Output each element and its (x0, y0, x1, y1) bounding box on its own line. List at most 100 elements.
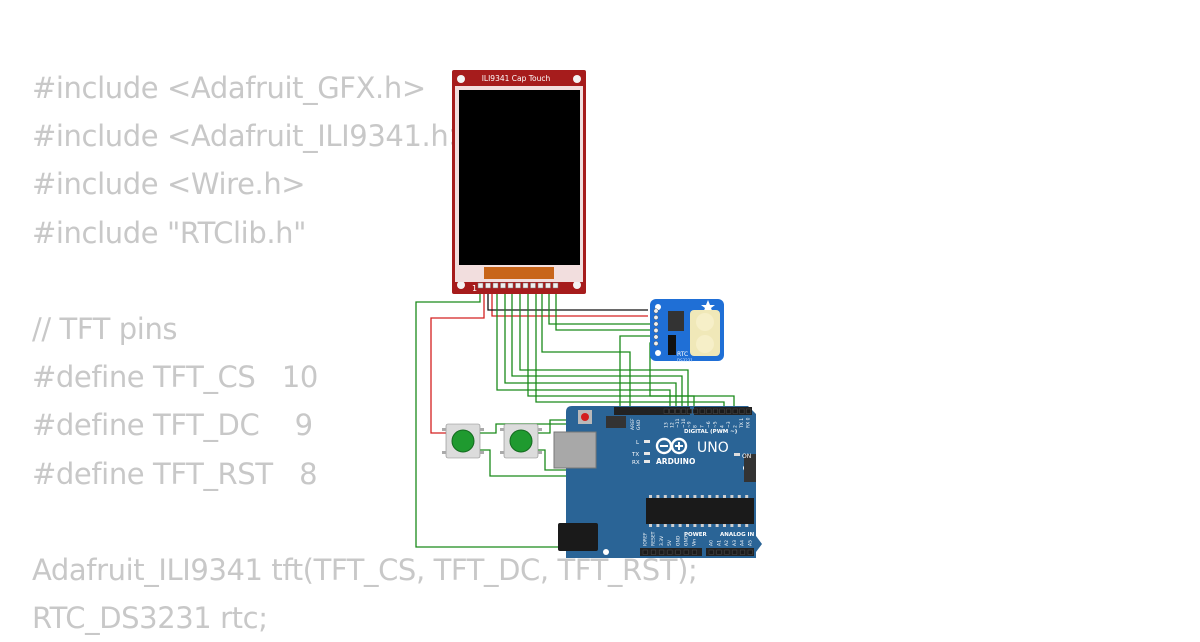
pin-label: ~6 (706, 421, 712, 428)
header-pin[interactable] (667, 549, 673, 555)
header-pin[interactable] (692, 408, 698, 414)
wire[interactable] (519, 286, 689, 410)
wire[interactable] (491, 286, 648, 317)
wire[interactable] (430, 286, 485, 434)
pin-label: RX 0 (746, 417, 752, 428)
display-label: ILI9341 Cap Touch (482, 74, 551, 83)
pin-one-label: 1 (472, 284, 477, 293)
header-pin[interactable] (663, 408, 669, 414)
rtc-pin[interactable] (653, 334, 659, 340)
header-pin[interactable] (699, 408, 705, 414)
display-pin[interactable] (515, 282, 521, 289)
header-pin[interactable] (732, 408, 738, 414)
display-pin[interactable] (552, 282, 559, 289)
code-line: #include "RTClib.h" (32, 215, 307, 250)
tft-display[interactable]: ILI9341 Cap Touch 1 (452, 70, 586, 294)
chip-leg (671, 524, 675, 527)
header-pin[interactable] (746, 408, 751, 414)
mount-hole (655, 304, 661, 310)
code-editor: #include <Adafruit_GFX.h>#include <Adafr… (32, 64, 698, 642)
header-pin[interactable] (740, 549, 745, 555)
display-pin[interactable] (545, 282, 551, 289)
wire[interactable] (555, 286, 656, 331)
header-pin[interactable] (713, 408, 718, 414)
header-pin[interactable] (692, 549, 697, 555)
header-pin[interactable] (669, 408, 675, 414)
rtc-pin[interactable] (653, 328, 659, 333)
atmega-chip (646, 498, 754, 524)
rtc-pin[interactable] (653, 315, 659, 320)
header-pin[interactable] (726, 408, 732, 414)
wire[interactable] (619, 335, 656, 410)
display-pin[interactable] (530, 282, 536, 289)
display-pin[interactable] (500, 282, 506, 289)
pin-label: A0 (709, 540, 715, 546)
header-pin[interactable] (739, 408, 745, 414)
header-pin[interactable] (651, 549, 656, 555)
wire[interactable] (496, 286, 671, 410)
usb-port[interactable] (553, 431, 597, 469)
power-jack[interactable] (558, 523, 598, 551)
pin-label: Vin (692, 539, 698, 546)
display-pin[interactable] (507, 282, 514, 289)
pin-label: IOREF (643, 532, 649, 546)
wire[interactable] (511, 286, 683, 410)
pin-label: 12 (669, 422, 675, 428)
pin-label: 4 (719, 425, 725, 428)
pin-label: 8 (693, 425, 699, 428)
rtc-pin[interactable] (653, 321, 659, 327)
rtc-module[interactable]: RTC DS3231 (650, 299, 724, 363)
header-pin[interactable] (716, 549, 722, 555)
pin-label: TX 1 (739, 418, 745, 429)
chip-leg (686, 524, 689, 527)
header-pin[interactable] (675, 549, 681, 555)
wire[interactable] (527, 286, 695, 410)
button-cap[interactable] (451, 429, 475, 453)
header-socket (614, 407, 690, 415)
chip-leg (678, 524, 682, 527)
display-pin[interactable] (477, 282, 484, 289)
rtc-pin[interactable] (653, 308, 659, 314)
mount-hole (457, 75, 465, 83)
display-pin[interactable] (522, 282, 529, 289)
push-button-1[interactable] (442, 423, 484, 459)
header-pin[interactable] (732, 549, 738, 555)
chip-leg (693, 495, 697, 498)
push-button-2[interactable] (500, 423, 542, 459)
header-pin[interactable] (706, 408, 712, 414)
button-cap[interactable] (509, 429, 533, 453)
header-pin[interactable] (747, 549, 753, 555)
chip-leg (671, 495, 675, 498)
chip-leg (656, 524, 660, 527)
display-pin[interactable] (485, 282, 491, 289)
rtc-crystal (668, 335, 676, 355)
header-pin[interactable] (687, 408, 692, 414)
header-pin[interactable] (724, 549, 730, 555)
pin-label: 5V (667, 539, 673, 546)
display-pin[interactable] (537, 282, 544, 289)
header-pin[interactable] (719, 408, 725, 414)
tx-led (644, 452, 650, 455)
battery-icon (696, 313, 714, 331)
header-pin[interactable] (681, 408, 687, 414)
header-pin[interactable] (675, 408, 681, 414)
pin-label: 13 (664, 422, 670, 428)
display-pin[interactable] (492, 282, 499, 289)
pin-label: ~9 (687, 421, 693, 428)
wire[interactable] (548, 286, 656, 325)
digital-header-label: DIGITAL (PWM ~) (684, 429, 738, 435)
header-pin[interactable] (683, 549, 689, 555)
display-flex-cable (484, 267, 554, 279)
wire[interactable] (541, 286, 631, 410)
gnd-label: GND (636, 419, 642, 430)
header-pin[interactable] (659, 549, 665, 555)
header-pin[interactable] (708, 549, 714, 555)
rtc-pin[interactable] (653, 341, 659, 346)
header-pin[interactable] (642, 549, 648, 555)
arduino-uno[interactable]: ARDUINO UNO DIGITAL (PWM ~) POWER ANALOG… (553, 406, 762, 558)
chip-leg (730, 524, 734, 527)
chip-leg (708, 495, 712, 498)
